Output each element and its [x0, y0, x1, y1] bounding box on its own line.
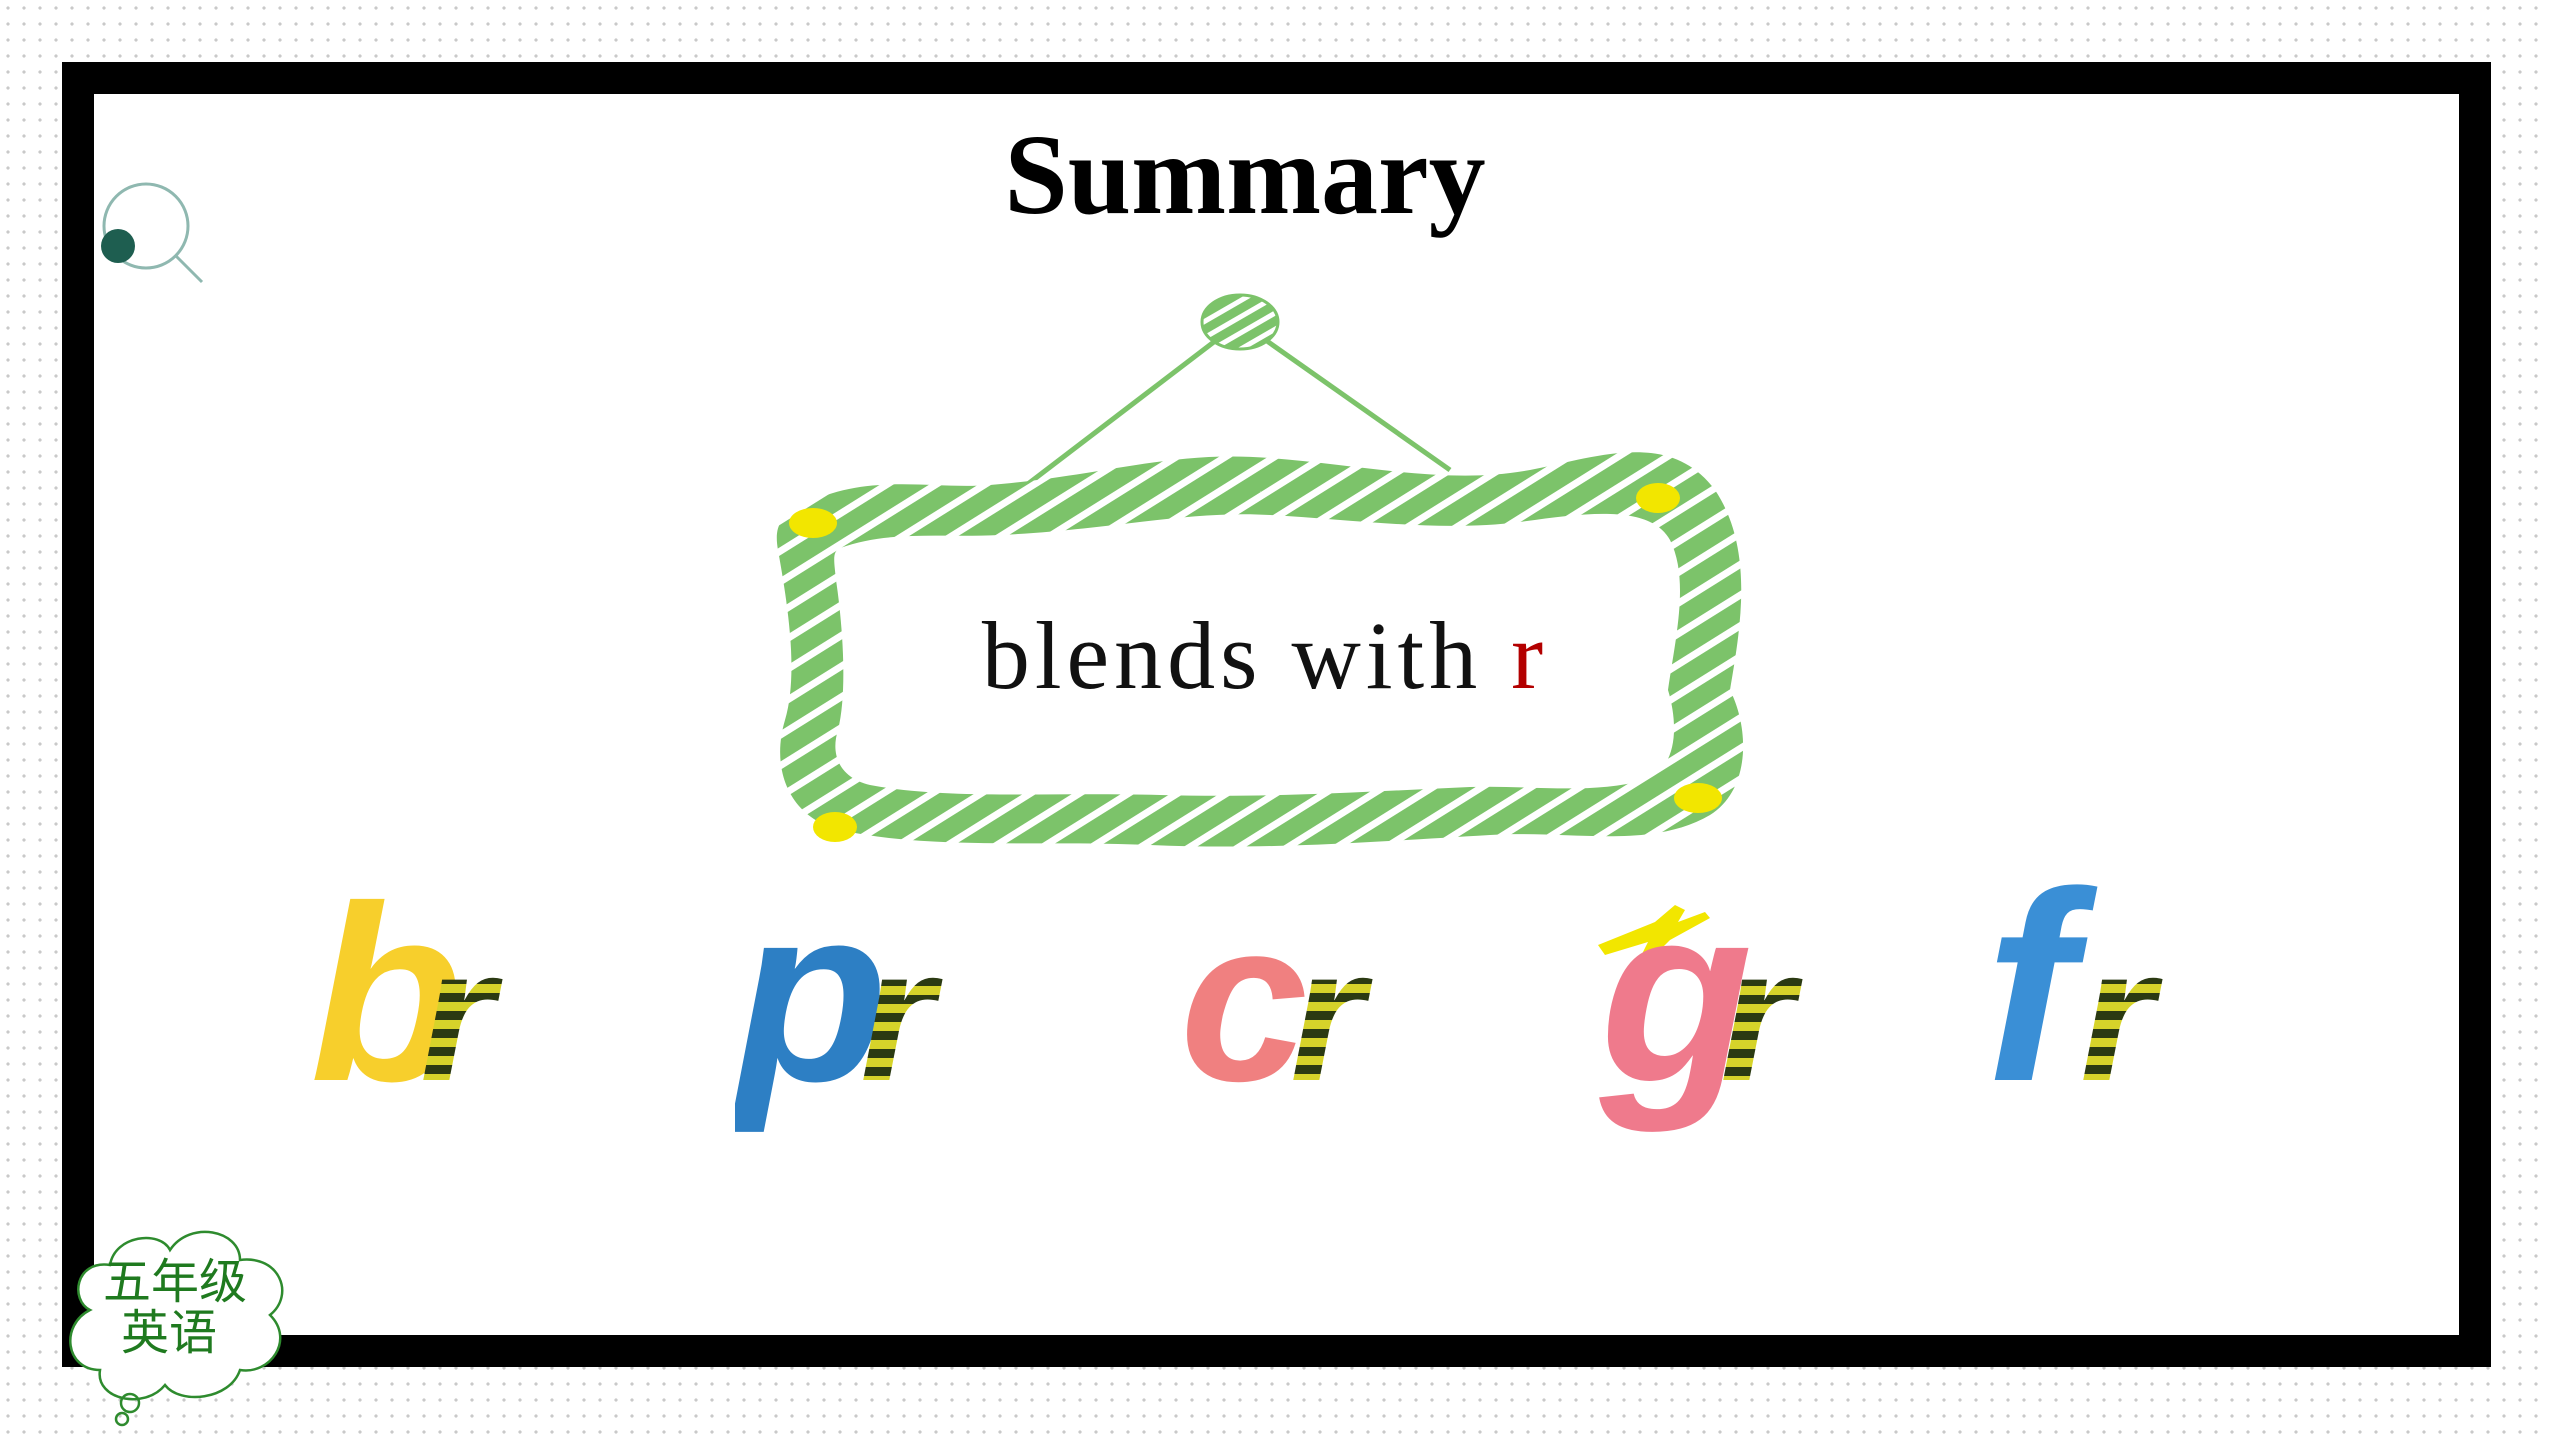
blend-r-letter: r [860, 909, 943, 1121]
sign-text-highlight: r [1511, 602, 1549, 709]
badge-subject-text: 英语 [121, 1305, 218, 1361]
sign-text-main: blends with [981, 602, 1512, 709]
blend-first-letter: b [310, 854, 463, 1133]
airplane-icon [1598, 905, 1710, 960]
hanging-sign [776, 293, 1744, 847]
cloud-badge-icon [69, 1230, 284, 1427]
blend-br: b r [310, 854, 503, 1133]
blend-r-letter: r [1720, 909, 1803, 1121]
blend-r-letter: r [2080, 909, 2163, 1121]
search-icon [101, 182, 204, 284]
blend-first-letter: g [1599, 860, 1753, 1133]
blend-pr: p r [735, 860, 943, 1133]
blend-r-letter: r [420, 909, 503, 1121]
slide-title: Summary [1004, 111, 1486, 238]
badge-grade-text: 五年级 [103, 1254, 248, 1310]
sign-text: blends with r [0, 608, 2530, 704]
blend-fr: f r [1985, 840, 2163, 1138]
slide-frame [62, 62, 2491, 1367]
blend-first-letter: p [735, 860, 888, 1133]
blend-cr: c r [1180, 872, 1373, 1129]
blend-r-letter: r [1290, 909, 1373, 1121]
blend-first-letter: c [1180, 872, 1308, 1129]
blend-gr: g r [1598, 860, 1803, 1133]
